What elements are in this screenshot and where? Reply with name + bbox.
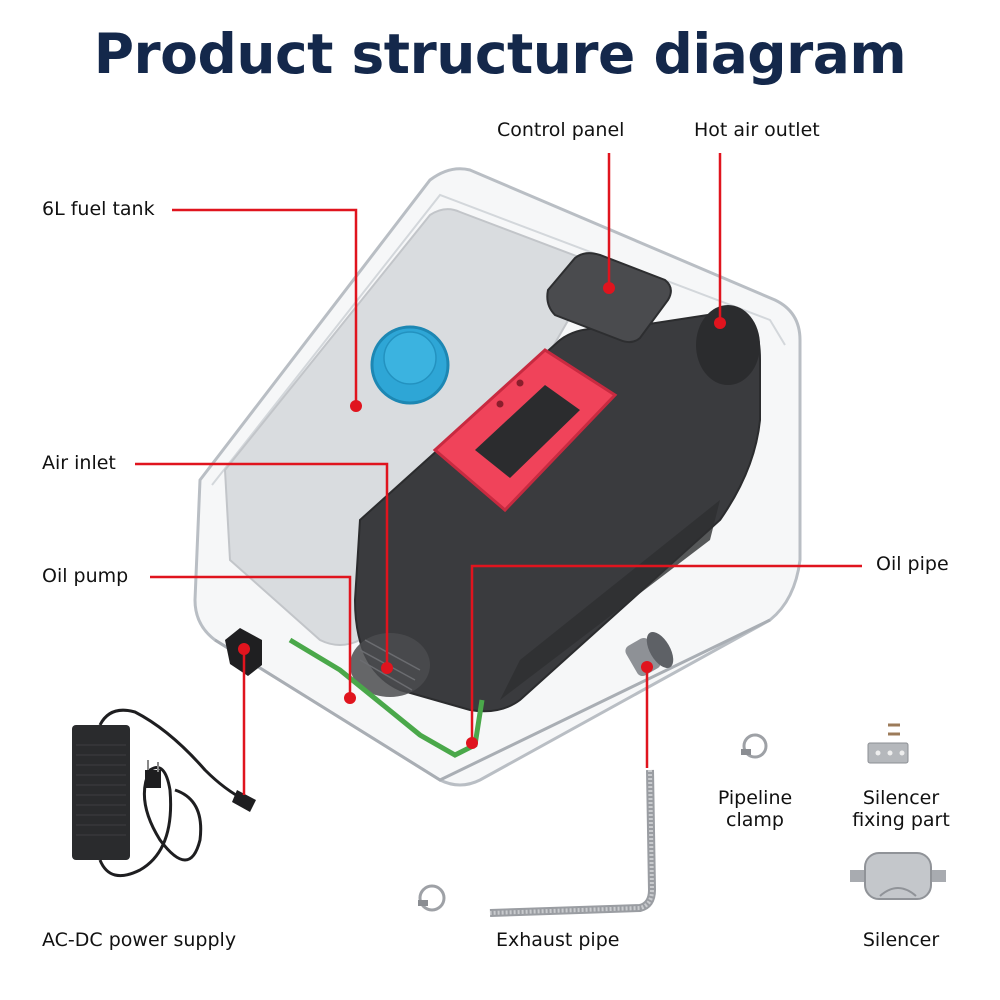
heater-unit	[193, 167, 802, 787]
hot-air-outlet	[696, 305, 760, 385]
label-oil-pipe: Oil pipe	[876, 553, 949, 575]
control-panel	[546, 252, 672, 344]
oil-line	[288, 637, 485, 758]
label-oil-pump: Oil pump	[42, 565, 129, 587]
leader-lines	[135, 153, 862, 795]
page-title: Product structure diagram	[93, 22, 907, 86]
label-hot-air-outlet: Hot air outlet	[694, 119, 820, 141]
label-control-panel: Control panel	[497, 119, 625, 141]
label-silencer-fixing-part-line1: Silencer	[862, 787, 940, 809]
leader-dots	[238, 282, 726, 749]
leader-air-inlet	[135, 462, 389, 668]
silencer-fixing-part-image	[867, 723, 909, 764]
silencer-image	[850, 852, 946, 900]
pipeline-clamp-image	[741, 733, 768, 759]
leader-fuel-tank	[172, 208, 358, 406]
dot-fuel-tank	[350, 400, 362, 412]
power-supply-image	[72, 708, 256, 878]
leader-oil-pump	[150, 575, 352, 698]
label-air-inlet: Air inlet	[42, 452, 116, 474]
hose-clamp-image	[418, 884, 446, 912]
dot-control-panel	[603, 282, 615, 294]
label-pipeline-clamp: Pipeline clamp	[700, 787, 810, 831]
label-pipeline-clamp-line1: Pipeline	[717, 787, 793, 809]
label-fuel-tank: 6L fuel tank	[42, 198, 155, 220]
label-power-supply: AC-DC power supply	[42, 929, 237, 951]
exhaust-pipe-image	[489, 769, 657, 917]
label-pipeline-clamp-line2: clamp	[726, 809, 784, 831]
label-silencer: Silencer	[862, 929, 940, 951]
dot-power-supply	[238, 643, 250, 655]
dot-air-inlet	[381, 662, 393, 674]
dot-oil-pump	[344, 692, 356, 704]
label-exhaust-pipe: Exhaust pipe	[496, 929, 620, 951]
dot-hot-air-outlet	[714, 317, 726, 329]
dot-oil-pipe	[466, 737, 478, 749]
dot-exhaust-pipe	[641, 661, 653, 673]
label-silencer-fixing-part-line2: fixing part	[852, 809, 950, 831]
leader-oil-pipe	[470, 564, 862, 743]
label-silencer-fixing-part: Silencer fixing part	[836, 787, 966, 831]
